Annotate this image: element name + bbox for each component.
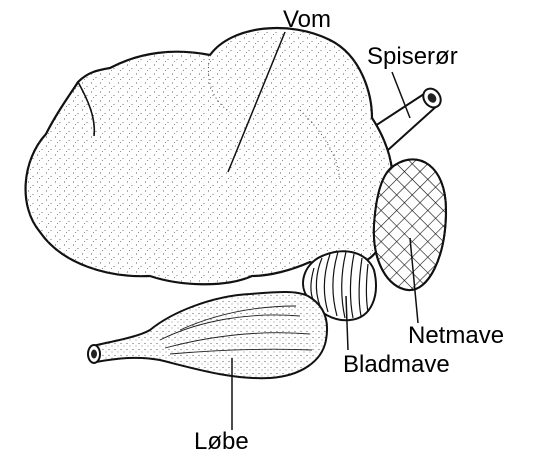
label-bladmave: Bladmave <box>343 353 450 377</box>
label-spiseror: Spiserør <box>367 45 458 69</box>
label-lobe: Løbe <box>194 430 249 454</box>
label-netmave: Netmave <box>408 324 504 348</box>
label-vom: Vom <box>283 8 331 32</box>
rumen <box>26 28 395 284</box>
abomasum <box>88 292 327 378</box>
